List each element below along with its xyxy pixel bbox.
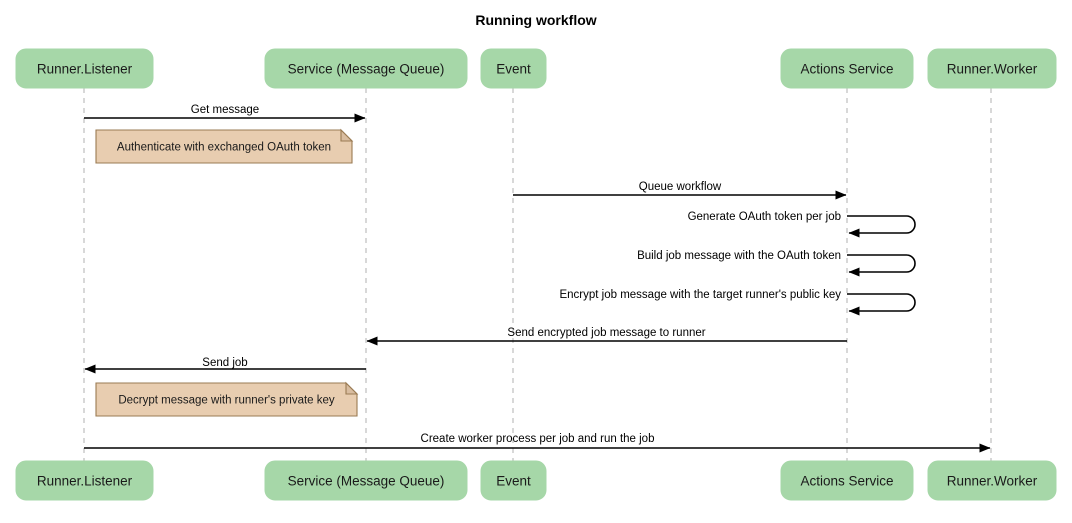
participant-header-actions-service[interactable]: Actions Service: [780, 48, 914, 89]
participant-footer-runner-worker[interactable]: Runner.Worker: [927, 460, 1057, 501]
note-body-authenticate-note: [95, 129, 353, 164]
participant-box-event[interactable]: [480, 460, 547, 501]
self-message-arrow-generate-oauth-token-per-job: [847, 215, 916, 238]
participant-box-runner-worker[interactable]: [927, 48, 1057, 89]
note-decrypt-note: Decrypt message with runner's private ke…: [95, 381, 359, 417]
self-message-arrow-encrypt-job-message-public-key: [847, 293, 916, 316]
participant-label-runner-listener: Runner.Listener: [37, 474, 133, 489]
message-label-send-job: Send job: [202, 357, 247, 369]
self-message-encrypt-job-message-public-key: Encrypt job message with the target runn…: [559, 289, 916, 316]
lifelines: [83, 88, 992, 461]
self-message-label-generate-oauth-token-per-job: Generate OAuth token per job: [688, 211, 841, 223]
participant-box-event[interactable]: [480, 48, 547, 89]
participant-footer-runner-listener[interactable]: Runner.Listener: [15, 460, 154, 501]
participant-box-actions-service[interactable]: [780, 460, 914, 501]
message-send-job: Send job: [84, 357, 366, 374]
message-create-worker-process: Create worker process per job and run th…: [84, 433, 991, 453]
participant-box-actions-service[interactable]: [780, 48, 914, 89]
participant-label-service-message-queue: Service (Message Queue): [288, 62, 445, 77]
participant-label-runner-worker: Runner.Worker: [947, 62, 1038, 77]
message-label-queue-workflow: Queue workflow: [639, 181, 722, 193]
participant-label-runner-listener: Runner.Listener: [37, 62, 133, 77]
message-queue-workflow: Queue workflow: [513, 181, 847, 200]
note-fold-decrypt-note: [345, 381, 359, 395]
participant-header-runner-worker[interactable]: Runner.Worker: [927, 48, 1057, 89]
self-message-arrow-build-job-message-with-oauth-token: [847, 254, 916, 277]
self-message-label-encrypt-job-message-public-key: Encrypt job message with the target runn…: [559, 289, 841, 301]
page-title: Running workflow: [475, 12, 596, 28]
participant-label-service-message-queue: Service (Message Queue): [288, 474, 445, 489]
self-message-generate-oauth-token-per-job: Generate OAuth token per job: [688, 211, 916, 238]
self-message-label-build-job-message-with-oauth-token: Build job message with the OAuth token: [637, 250, 841, 262]
participant-box-runner-worker[interactable]: [927, 460, 1057, 501]
participant-box-runner-listener[interactable]: [15, 460, 154, 501]
participant-label-actions-service: Actions Service: [800, 62, 893, 77]
participant-label-event: Event: [496, 474, 531, 489]
note-body-decrypt-note: [95, 382, 358, 417]
participant-header-runner-listener[interactable]: Runner.Listener: [15, 48, 154, 89]
participant-box-runner-listener[interactable]: [15, 48, 154, 89]
note-label-decrypt-note: Decrypt message with runner's private ke…: [118, 395, 335, 407]
participant-footer-service-message-queue[interactable]: Service (Message Queue): [264, 460, 468, 501]
notes: Authenticate with exchanged OAuth tokenD…: [95, 128, 359, 417]
participant-label-actions-service: Actions Service: [800, 474, 893, 489]
message-label-get-message: Get message: [191, 104, 259, 116]
participant-header-service-message-queue[interactable]: Service (Message Queue): [264, 48, 468, 89]
message-label-send-encrypted-job-message: Send encrypted job message to runner: [507, 327, 705, 339]
participant-box-service-message-queue[interactable]: [264, 48, 468, 89]
note-fold-authenticate-note: [340, 128, 354, 142]
participant-footer-actions-service[interactable]: Actions Service: [780, 460, 914, 501]
participant-box-service-message-queue[interactable]: [264, 460, 468, 501]
message-get-message: Get message: [84, 104, 366, 123]
participant-header-event[interactable]: Event: [480, 48, 547, 89]
participant-footer-event[interactable]: Event: [480, 460, 547, 501]
message-send-encrypted-job-message: Send encrypted job message to runner: [366, 327, 847, 346]
message-label-create-worker-process: Create worker process per job and run th…: [421, 433, 655, 445]
note-label-authenticate-note: Authenticate with exchanged OAuth token: [117, 142, 331, 154]
self-message-build-job-message-with-oauth-token: Build job message with the OAuth token: [637, 250, 916, 277]
participant-label-event: Event: [496, 62, 531, 77]
participant-label-runner-worker: Runner.Worker: [947, 474, 1038, 489]
note-authenticate-note: Authenticate with exchanged OAuth token: [95, 128, 354, 164]
